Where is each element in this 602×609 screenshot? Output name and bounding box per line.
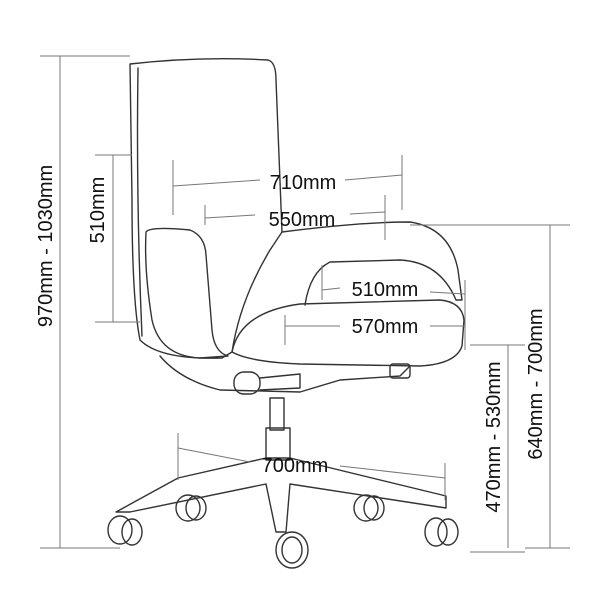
armrest-right [281, 221, 463, 306]
overall-width-label: 710mm [270, 172, 337, 194]
seat-cushion [231, 299, 465, 367]
seat-mechanism [159, 355, 411, 393]
seat-height-label: 470mm - 530mm [483, 361, 505, 512]
dimension-labels: 970mm - 1030mm 510mm 710mm 550mm 510mm 5… [35, 165, 547, 513]
gas-lift-base [265, 427, 291, 461]
backrest [129, 57, 283, 359]
casters [107, 494, 459, 569]
base-star [115, 457, 447, 533]
dimension-lines [40, 55, 570, 553]
armrest-left [144, 227, 229, 359]
inner-width-label: 550mm [269, 209, 336, 231]
chair-drawing [107, 57, 465, 569]
overall-height-label: 970mm - 1030mm [35, 165, 57, 327]
height-lever [389, 363, 411, 379]
backrest-edge [136, 67, 143, 337]
gas-lift [269, 397, 285, 431]
seat-width-label: 570mm [352, 316, 419, 338]
backrest-height-label: 510mm [87, 177, 109, 244]
tilt-knob [233, 371, 261, 395]
base-diameter-label: 700mm [262, 455, 329, 477]
tilt-lever [259, 373, 301, 391]
armrest-height-label: 640mm - 700mm [525, 308, 547, 459]
seat-depth-label: 510mm [352, 279, 419, 301]
